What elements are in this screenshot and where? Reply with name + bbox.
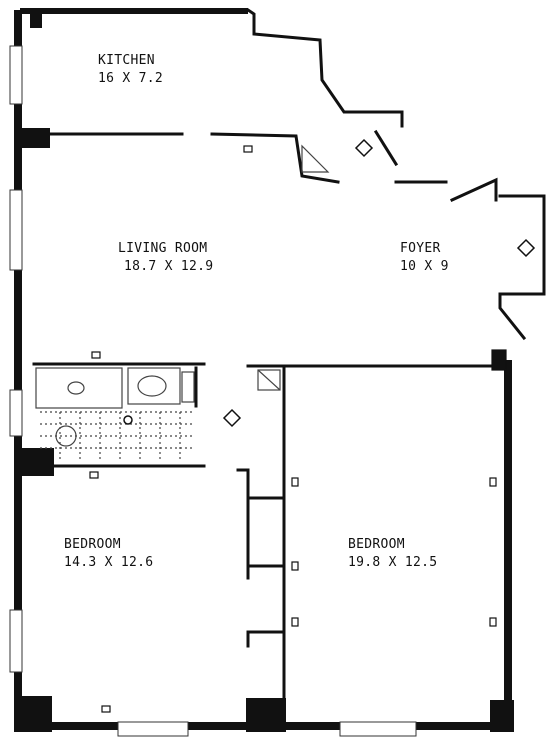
pier-se: [490, 700, 514, 732]
foyer-door-swing: [373, 129, 399, 167]
light-foyer: [354, 138, 374, 158]
window-living: [9, 189, 23, 271]
outlet-bed-south: [101, 705, 111, 713]
exterior-walls: [14, 8, 514, 732]
light-bath: [123, 415, 133, 425]
vanity: [127, 367, 181, 405]
foyer-closet: [498, 194, 546, 296]
pier-bedroom: [16, 448, 54, 476]
bedroom-right-label: BEDROOM 19.8 X 12.5: [348, 536, 437, 572]
ceiling-lights: [123, 138, 536, 428]
outlet-bed-right-3: [291, 617, 299, 627]
foyer-label: FOYER 10 X 9: [400, 240, 449, 276]
floor-tile-rows: [40, 411, 194, 449]
pier-sw: [16, 696, 52, 732]
bedroom-left-size: 14.3 X 12.6: [64, 555, 154, 570]
kitchen-chute: [301, 144, 330, 173]
west-wall: [14, 10, 22, 732]
kitchen-living-wall-right: [210, 132, 340, 184]
light-hall: [222, 408, 242, 428]
light-closet: [516, 238, 536, 258]
chute-diagonal: [257, 369, 281, 391]
floor-tile-cols: [59, 412, 181, 462]
bedroom-right-name: BEDROOM: [348, 537, 405, 552]
entry-door: [498, 292, 527, 341]
west-windows: [9, 45, 23, 673]
kitchen-east-wall: [245, 7, 404, 128]
foyer-size: 10 X 9: [400, 259, 449, 274]
outlet-bed-east-1: [489, 477, 497, 487]
bathroom-fixtures: [35, 144, 330, 462]
foyer-name: FOYER: [400, 241, 441, 256]
sink-basin: [137, 375, 167, 397]
living-room-label: LIVING ROOM 18.7 X 12.9: [118, 240, 213, 276]
closet-wall-left: [236, 468, 250, 580]
kitchen-size: 16 X 7.2: [98, 71, 164, 86]
bathtub: [35, 367, 123, 409]
bedroom-right-size: 19.8 X 12.5: [348, 555, 438, 570]
kitchen-north-wall: [20, 8, 248, 14]
south-windows: [117, 721, 417, 737]
pier-kitchen: [16, 128, 50, 148]
outlet-bath: [91, 351, 101, 359]
kitchen-label: KITCHEN 16 X 7.2: [98, 52, 163, 88]
east-wall: [504, 360, 512, 730]
tub-drain: [67, 381, 85, 395]
outlet-bed-left: [89, 471, 99, 479]
corner-pier: [30, 10, 42, 28]
pier-south-mid: [246, 698, 286, 732]
window-south-right: [339, 721, 417, 737]
foyer-closet-door: [450, 177, 498, 202]
closet-shelf-3: [246, 630, 286, 648]
window-bedroom-left: [9, 609, 23, 673]
interior-walls: [32, 7, 546, 722]
cabinet: [181, 371, 195, 403]
chute-box: [257, 369, 281, 391]
window-south-left: [117, 721, 189, 737]
living-room-name: LIVING ROOM: [118, 241, 208, 256]
bedroom-left-name: BEDROOM: [64, 537, 121, 552]
outlet-bed-east-2: [489, 617, 497, 627]
outlet-bed-right-1: [291, 477, 299, 487]
column-ne: [491, 349, 507, 371]
window-bath: [9, 389, 23, 437]
outlet-bed-right-2: [291, 561, 299, 571]
wall-outlets: [89, 145, 507, 713]
kitchen-name: KITCHEN: [98, 53, 155, 68]
outlet-living: [243, 145, 253, 153]
bedroom-left-label: BEDROOM 14.3 X 12.6: [64, 536, 153, 572]
window-kitchen: [9, 45, 23, 105]
living-room-size: 18.7 X 12.9: [124, 259, 214, 274]
